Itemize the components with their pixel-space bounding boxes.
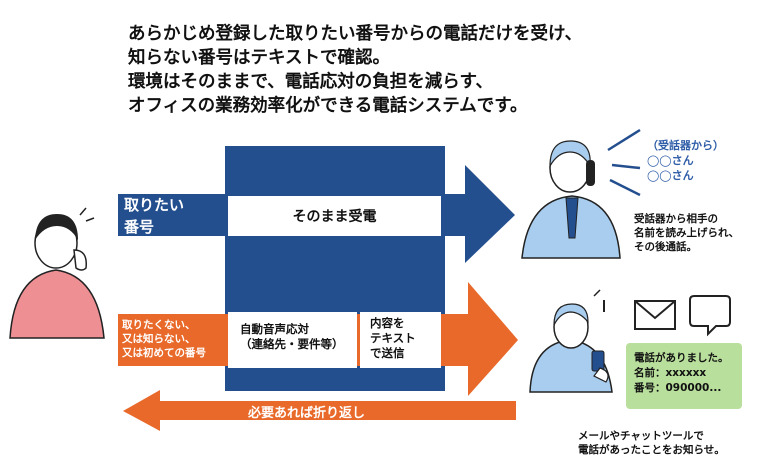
callback-label: 必要あれば折り返し <box>248 406 366 421</box>
notification-note: メールやチャットツールで 電話があったことをお知らせ。 <box>578 430 725 456</box>
receiver-note: 受話器から相手の 名前を読み上げられ、 その後通話。 <box>634 213 740 253</box>
headline-line-2: 知らない番号はテキストで確認。 <box>128 48 390 68</box>
speech-caption: （受話器から） ◯◯さん ◯◯さん <box>647 139 724 182</box>
phone-user-icon <box>529 289 613 393</box>
auto-voice-label: 自動音声応対 （連絡先・要件等） <box>240 322 344 351</box>
direct-answer-box <box>228 196 441 236</box>
chat-bubble-icon <box>689 295 731 337</box>
notification-card <box>626 343 742 409</box>
wanted-number-label: 取りたい 番号 <box>124 196 185 236</box>
auto-voice-box <box>228 312 357 368</box>
direct-answer-label: そのまま受電 <box>292 209 377 225</box>
headline-line-1: あらかじめ登録した取りたい番号からの電話だけを受け、 <box>128 24 583 44</box>
callback-arrow <box>123 390 516 431</box>
text-send-label: 内容を テキスト で送信 <box>370 316 416 360</box>
headline: あらかじめ登録した取りたい番号からの電話だけを受け、 知らない番号はテキストで確… <box>128 22 728 118</box>
unwanted-number-label: 取りたくない、 又は知らない、 又は初めての番号 <box>122 319 206 359</box>
headline-line-4: オフィスの業務効率化ができる電話システムです。 <box>128 96 528 116</box>
mail-icon <box>634 300 676 330</box>
notification-card-text: 電話がありました。 名前：xxxxxx 番号：090000... <box>634 352 729 394</box>
office-worker-icon <box>521 128 641 259</box>
headline-line-3: 環境はそのままで、電話応対の負担を減らす、 <box>128 72 494 92</box>
caller-person-icon <box>9 207 105 339</box>
text-send-box <box>360 312 441 368</box>
